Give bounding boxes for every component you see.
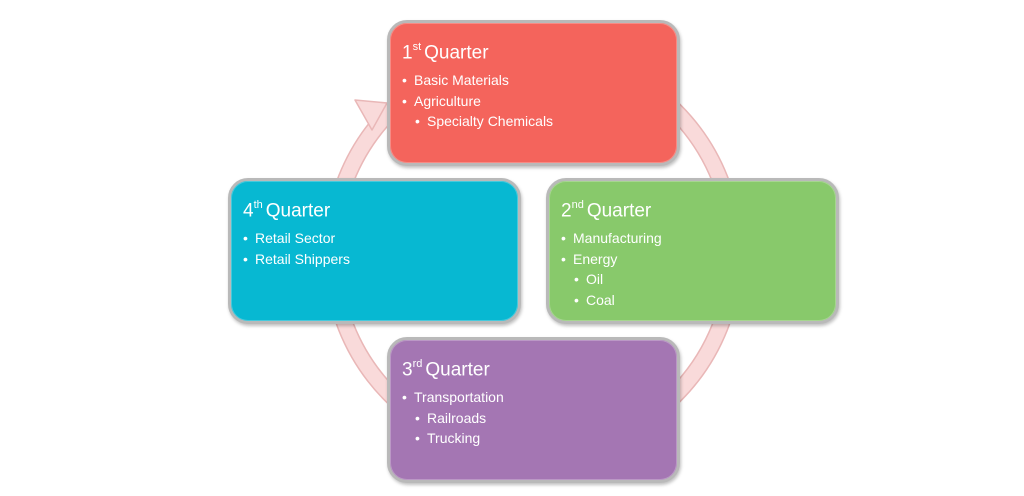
list-item: Coal [574,290,824,311]
list-item: Specialty Chemicals [415,111,665,132]
list-item: Manufacturing [561,228,824,249]
quarter-1-list: Basic Materials Agriculture Specialty Ch… [402,70,665,132]
quarter-2-list: Manufacturing Energy Oil Coal [561,228,824,310]
list-item: Retail Shippers [243,249,506,270]
list-item: Railroads [415,408,665,429]
list-item: Retail Sector [243,228,506,249]
list-item: Energy [561,249,824,270]
list-item: Oil [574,269,824,290]
list-item: Trucking [415,428,665,449]
cycle-arrowhead [354,99,388,131]
list-item: Basic Materials [402,70,665,91]
list-item: Agriculture [402,91,665,112]
quarter-3-list: Transportation Railroads Trucking [402,387,665,449]
list-item: Transportation [402,387,665,408]
quarter-4-list: Retail Sector Retail Shippers [243,228,506,269]
